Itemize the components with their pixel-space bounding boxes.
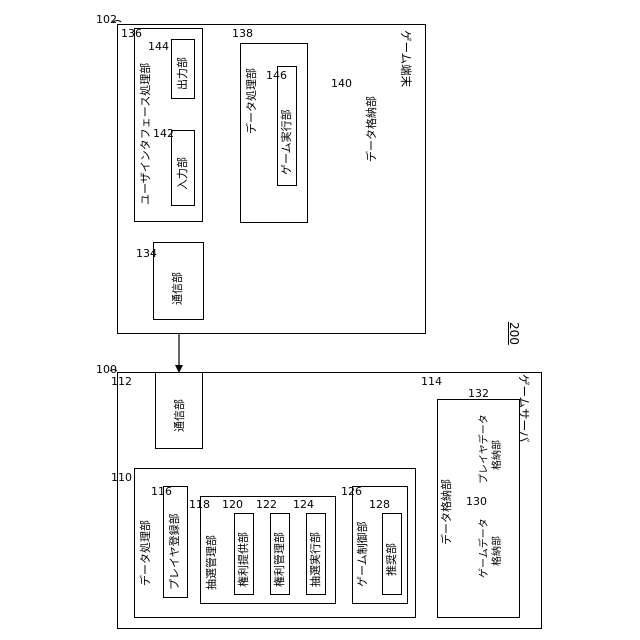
output-ref: 144: [148, 41, 169, 52]
player-data-ref: 132: [468, 388, 489, 399]
game-data-ref: 130: [466, 496, 487, 507]
terminal-storage-ref: 140: [331, 78, 352, 89]
lottery-execution-label-text: 抽選実行部: [310, 532, 321, 587]
player-data-label-line2: 格納部: [493, 440, 503, 470]
ui-processing-label-text: ユーザインタフェース処理部: [140, 63, 151, 205]
server-data-processing-ref: 110: [111, 472, 132, 483]
terminal-communication-label-text: 通信部: [172, 272, 183, 305]
player-registration-ref: 116: [151, 486, 172, 497]
terminal-data-processing-ref: 138: [232, 28, 253, 39]
ui-processing-ref: 136: [121, 28, 142, 39]
server-communication-ref: 112: [111, 376, 132, 387]
lottery-management-label-text: 抽選管理部: [206, 535, 217, 590]
game-data-label-line1: ゲームデータ: [480, 518, 490, 578]
game-server-ref: 100: [96, 364, 117, 375]
recommendation-ref: 128: [369, 499, 390, 510]
server-data-processing-label-text: データ処理部: [140, 520, 151, 586]
player-data-label-line1: プレイヤデータ: [480, 414, 490, 484]
game-terminal-caption-text: ゲーム端末: [400, 30, 412, 87]
lottery-execution-ref: 124: [293, 499, 314, 510]
terminal-communication-ref: 134: [136, 248, 157, 259]
rights-provision-ref: 120: [222, 499, 243, 510]
figure-number-text: 200: [508, 322, 520, 345]
player-registration-label-text: プレイヤ登録部: [169, 513, 180, 590]
server-data-storage-label-text: データ格納部: [441, 479, 452, 545]
terminal-data-processing-label-text: データ処理部: [246, 68, 257, 134]
rights-management-ref: 122: [256, 499, 277, 510]
input-ref: 142: [153, 128, 174, 139]
game-data-label-line2: 格納部: [493, 536, 503, 566]
game-control-label-text: ゲーム制御部: [357, 521, 368, 587]
game-control-ref: 126: [341, 486, 362, 497]
rights-management-label-text: 権利管理部: [274, 532, 285, 587]
rights-provision-label-text: 権利提供部: [238, 532, 249, 587]
game-execution-label-text: ゲーム実行部: [281, 109, 292, 175]
server-data-storage-ref: 114: [421, 376, 442, 387]
game-terminal-ref: 102: [96, 14, 117, 25]
game-execution-ref: 146: [266, 70, 287, 81]
server-communication-label-text: 通信部: [174, 399, 185, 432]
terminal-storage-label-text: データ格納部: [366, 96, 377, 162]
output-label-text: 出力部: [177, 57, 188, 90]
lottery-management-ref: 118: [189, 499, 210, 510]
input-label-text: 入力部: [177, 157, 188, 190]
recommendation-label-text: 推奨部: [386, 543, 397, 576]
